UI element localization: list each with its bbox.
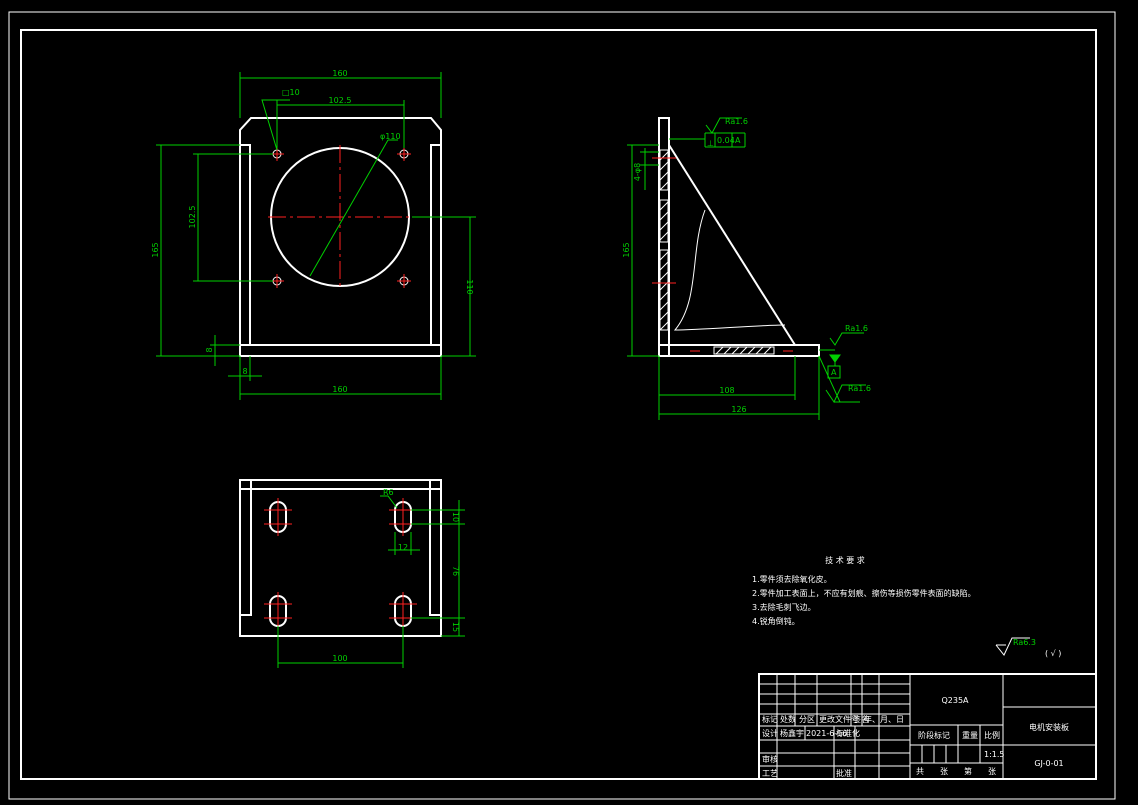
tb-sheet-total: 共 [916, 767, 924, 776]
dim-bottom-gap: 8 [242, 367, 247, 376]
datum-top: A [735, 136, 741, 145]
title-block: Q235A 电机安装板 GJ-0-01 标记 处数 分区 更改文件号 签名 年、… [758, 673, 1097, 780]
side-break-line [673, 209, 786, 331]
front-right-inner [430, 144, 441, 345]
dim-side-hole: 4-φ8 [633, 163, 642, 181]
roughness-base-2: Ra1.6 [848, 384, 871, 393]
general-roughness: Ra6.3 ( √ ) [995, 637, 1061, 658]
technical-requirements: 技 术 要 求 1.零件须去除氧化皮。 2.零件加工表面上，不应有划痕、擦伤等损… [752, 555, 976, 626]
tb-design-date: 2021-6-16 [806, 729, 847, 738]
inner-frame [20, 29, 1097, 780]
datum-base: A [831, 368, 837, 377]
bottom-view: R6 10 12 76 15 100 [239, 479, 465, 668]
dim-slot-edge-offset: 15 [451, 622, 460, 632]
tb-drawing-number: GJ-0-01 [1034, 759, 1063, 768]
tb-weight: 重量 [962, 730, 978, 740]
dim-overall-height: 165 [151, 242, 160, 257]
tb-h-biaoji: 标记 [762, 714, 778, 724]
dim-side-base-inner: 108 [719, 386, 734, 395]
tech-item-4: 4.锐角倒钝。 [752, 616, 800, 626]
dim-hole-spacing-v: 102.5 [188, 206, 197, 229]
tb-h-gaiwen: 更改文件号 [819, 714, 859, 724]
tb-part-name: 电机安装板 [1029, 722, 1069, 732]
tb-h-fenqu: 分区 [799, 715, 815, 724]
front-view: 160 102.5 □10 φ110 165 102.5 110 8 8 160 [151, 69, 476, 400]
dim-side-height: 165 [622, 242, 631, 257]
dim-bore-center-height: 110 [465, 279, 474, 294]
dim-plate-thickness: 8 [205, 347, 214, 352]
dim-side-base-overall: 126 [731, 405, 746, 414]
tb-stage-mark: 阶段标记 [918, 730, 950, 740]
tb-designer: 杨鑫宇 [780, 728, 804, 738]
tb-h-chushu: 处数 [780, 714, 796, 724]
roughness-top: Ra1.6 [725, 117, 748, 126]
dim-bottom-width: 160 [332, 385, 347, 394]
tb-material: Q235A [941, 696, 969, 705]
tech-title: 技 术 要 求 [825, 555, 865, 565]
dim-slot-height: 10 [451, 512, 460, 522]
flatness-value: 0.04 [717, 136, 735, 145]
dim-hole-spacing-h: 102.5 [329, 96, 352, 105]
dim-top-width: 160 [332, 69, 347, 78]
tb-scale-label: 比例 [984, 730, 1000, 740]
dim-slot-width: 12 [398, 543, 408, 552]
tb-h-date: 年、月、日 [864, 714, 904, 724]
roughness-base: Ra1.6 [845, 324, 868, 333]
svg-text:⊥: ⊥ [707, 139, 714, 148]
tech-item-1: 1.零件须去除氧化皮。 [752, 574, 832, 584]
tb-sheet-zhang-2: 张 [988, 767, 996, 776]
front-dim-lines [156, 72, 476, 400]
side-gusset [668, 144, 796, 346]
tb-design-label: 设计 [762, 728, 778, 738]
tech-item-3: 3.去除毛刺飞边。 [752, 602, 816, 612]
dim-slot-spacing-h: 100 [332, 654, 347, 663]
dim-bore-dia: φ110 [380, 132, 401, 141]
tb-sheet-zhang: 张 [940, 767, 948, 776]
outer-border [8, 11, 1116, 800]
tb-process: 工艺 [762, 769, 778, 778]
roughness-general: Ra6.3 [1013, 638, 1036, 647]
dim-slot-radius: R6 [383, 488, 394, 497]
dim-hole-size: □10 [282, 88, 300, 97]
tech-item-2: 2.零件加工表面上，不应有划痕、擦伤等损伤零件表面的缺陷。 [752, 588, 976, 598]
tb-review: 审核 [762, 754, 778, 764]
roughness-bracket: ( √ ) [1045, 649, 1061, 658]
dim-slot-spacing-v: 76 [451, 566, 460, 576]
mount-holes [270, 147, 411, 288]
tb-approve: 批准 [836, 768, 852, 778]
tb-sheet-num: 第 [964, 766, 972, 776]
side-dim-lines [627, 117, 866, 420]
tb-scale: 1:1.5 [984, 750, 1005, 759]
tb-h-qianming: 签名 [853, 714, 869, 724]
tb-standardization: 标准化 [836, 728, 860, 738]
front-left-inner [240, 144, 251, 345]
side-view: 165 4-φ8 108 126 Ra1.6 0.04 A Ra1.6 A Ra… [622, 117, 871, 420]
slots [264, 498, 417, 630]
side-hatching [659, 149, 775, 355]
bottom-dim-lines [277, 495, 465, 668]
